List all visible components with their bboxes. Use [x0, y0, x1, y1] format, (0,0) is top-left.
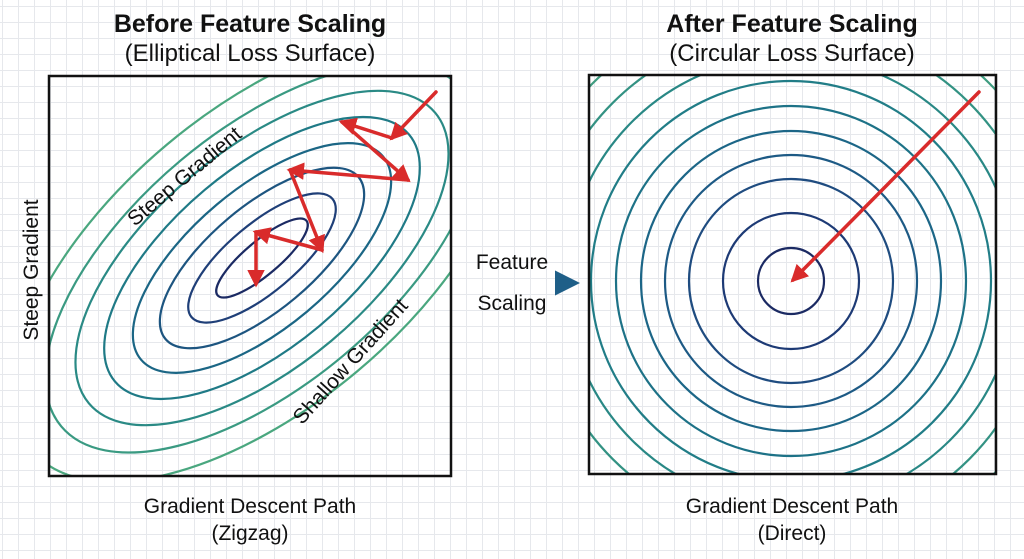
contour-ellipse — [49, 76, 451, 476]
right-panel-subtitle: (Circular Loss Surface) — [669, 40, 915, 67]
gradient-step-arrow — [338, 117, 394, 140]
gradient-step-arrow — [790, 90, 981, 283]
gradient-step-arrow — [252, 227, 324, 252]
contour-circle — [721, 211, 861, 351]
right-circular-contours — [589, 75, 996, 474]
contour-circle — [663, 153, 919, 409]
right-plot-frame — [587, 73, 998, 476]
contour-ellipse — [103, 115, 421, 401]
left-panel-subtitle: (Elliptical Loss Surface) — [124, 40, 376, 67]
zigzag-descent-path — [247, 90, 438, 288]
left-caption-line1: Gradient Descent Path — [143, 495, 357, 518]
contour-circle — [614, 104, 968, 458]
contour-circle — [756, 246, 826, 316]
contour-ellipse — [74, 89, 450, 427]
contour-circle — [639, 129, 943, 433]
contour-circle — [589, 75, 996, 474]
direct-descent-path — [790, 90, 981, 283]
right-caption-line1: Gradient Descent Path — [685, 495, 899, 518]
left-panel-title: Before Feature Scaling — [113, 10, 387, 38]
feature-scaling-label-line2: Scaling — [477, 292, 547, 315]
feature-scaling-label-line1: Feature — [475, 251, 549, 274]
gradient-step-arrow — [389, 90, 438, 141]
contour-ellipse — [187, 192, 337, 324]
contour-circle — [687, 177, 895, 385]
right-panel-title: After Feature Scaling — [666, 10, 918, 38]
right-caption-line2: (Direct) — [757, 522, 827, 545]
left-caption-line2: (Zigzag) — [211, 522, 289, 545]
contour-ellipse — [215, 217, 309, 299]
gradient-step-arrow — [340, 120, 411, 183]
contour-circle — [589, 79, 993, 474]
contour-ellipse — [49, 76, 451, 454]
left-y-axis-label: Steep Gradient — [20, 199, 43, 341]
left-plot-frame — [47, 74, 453, 478]
gradient-step-arrow — [286, 162, 410, 182]
gradient-step-arrow — [288, 168, 325, 254]
